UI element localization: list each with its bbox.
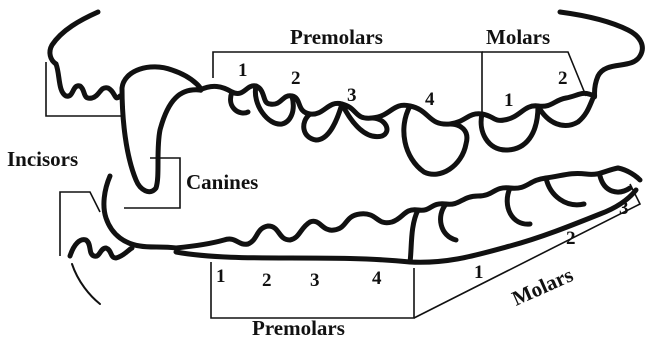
lower-molars-label: Molars: [508, 263, 576, 311]
upper-molars-bracket: [482, 51, 587, 97]
lower-premolars-bracket: [210, 262, 415, 319]
upper-molar-number: 2: [558, 68, 568, 89]
upper-premolar-number: 4: [425, 89, 435, 110]
upper-incisors-drawing: [53, 61, 123, 101]
upper-premolars-bracket: [212, 51, 483, 112]
upper-skull-outline: [47, 9, 101, 67]
incisors-lower-bracket: [59, 191, 101, 256]
lower-premolar-number: 3: [310, 270, 320, 291]
lower-gum-line-drawing: [173, 187, 639, 265]
upper-premolar-number: 1: [238, 60, 248, 81]
lower-premolar-number: 2: [262, 270, 272, 291]
upper-premolar-number: 2: [291, 68, 301, 89]
lower-molar-number: 1: [474, 262, 484, 283]
incisors-upper-bracket: [45, 62, 125, 117]
lower-tooth-row-drawing: [173, 165, 621, 251]
lower-molar-number: 3: [619, 198, 629, 219]
lower-jaw-outline: [101, 173, 179, 251]
upper-premolar-number: 3: [347, 85, 357, 106]
upper-molar-number: 1: [504, 90, 514, 111]
canines-bracket: [124, 157, 181, 209]
upper-canine-drawing: [119, 64, 204, 195]
lower-premolars-label: Premolars: [252, 316, 345, 340]
lower-incisors-drawing: [67, 237, 135, 261]
upper-premolars-label: Premolars: [290, 25, 383, 49]
upper-tooth-roots-drawing: [228, 83, 597, 177]
lower-molar-number: 2: [566, 228, 576, 249]
lower-molars-bracket: [413, 183, 642, 319]
lower-premolar-number: 1: [216, 266, 226, 287]
canines-label: Canines: [186, 170, 258, 194]
lower-jaw-bottom-outline: [71, 263, 101, 305]
lower-tooth-roots-drawing: [407, 165, 643, 265]
upper-molars-label: Molars: [486, 25, 550, 49]
incisors-label: Incisors: [7, 147, 78, 171]
upper-skull-back-outline: [557, 9, 645, 100]
lower-premolar-number: 4: [372, 268, 382, 289]
